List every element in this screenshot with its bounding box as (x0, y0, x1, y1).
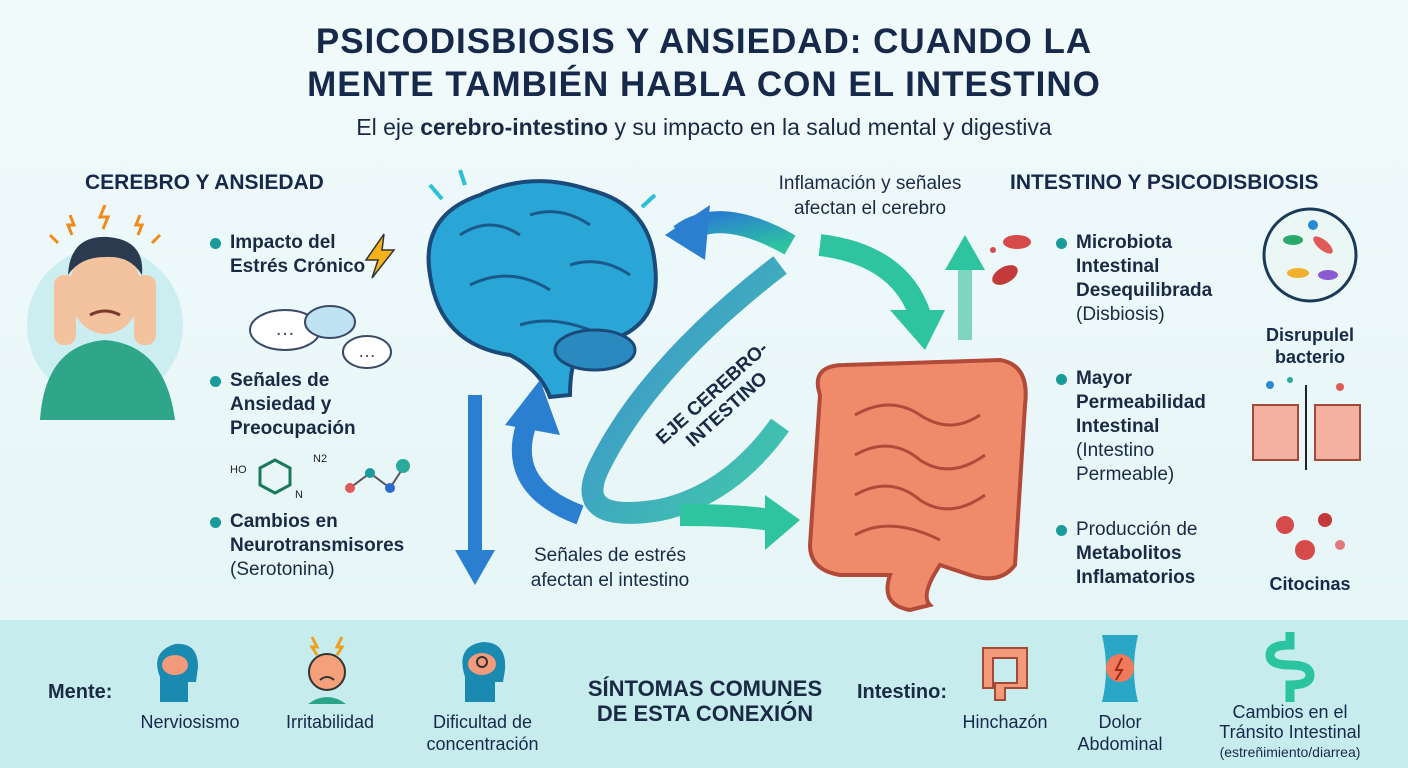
symptom-nerviosismo: Nerviosismo (140, 712, 240, 732)
left-heading: CEREBRO Y ANSIEDAD (85, 171, 324, 194)
left-item-neurotransmitters: Cambios en Neurotransmisores(Serotonina) (210, 510, 440, 582)
bullet-dot (1056, 238, 1067, 249)
gut-label: Intestino: (857, 681, 947, 703)
svg-text:…: … (275, 318, 295, 340)
gut-brain-axis-diagram (426, 169, 1028, 613)
bullet-dot (210, 376, 221, 387)
svg-text:…: … (358, 341, 376, 361)
bullet-dot (1056, 525, 1067, 536)
subtitle: El eje cerebro-intestino y su impacto en… (356, 114, 1052, 140)
transit-icon (1265, 632, 1315, 702)
bullet-dot (1056, 374, 1067, 385)
svg-text:N2: N2 (313, 453, 327, 465)
mind-label: Mente: (48, 681, 113, 703)
svg-text:HO: HO (230, 464, 247, 476)
gear-head-icon (462, 642, 506, 702)
right-item-dysbiosis: Microbiota Intestinal Desequilibrada(Dis… (1056, 231, 1256, 327)
symptom-irritabilidad: Irritabilidad (285, 712, 375, 732)
bullet-dot (210, 238, 221, 249)
cytokines-label: Citocinas (1269, 574, 1351, 594)
symptoms-band (0, 620, 1408, 768)
abdomen-pain-icon (1102, 635, 1138, 702)
speech-bubbles-icon: … … (249, 305, 392, 369)
right-item-permeability: Mayor Permeabilidad Intestinal(Intestino… (1056, 367, 1246, 487)
intestine-illustration (807, 357, 1028, 613)
permeability-icon (1252, 377, 1361, 470)
bacteria-icon (990, 235, 1031, 285)
brain-illustration (426, 169, 658, 400)
microbiota-circle-icon (1262, 207, 1358, 303)
angry-face-icon (308, 636, 346, 704)
lightning-icon (364, 233, 396, 279)
bullet-dot (210, 517, 221, 528)
serotonin-molecule-icon: HO N2 N (230, 453, 410, 501)
left-item-anxiety: Señales de Ansiedad y Preocupación (210, 369, 400, 441)
cytokines-icon (1276, 513, 1345, 560)
symptom-hinchazon: Hinchazón (962, 712, 1048, 732)
left-item-stress: Impacto del Estrés Crónico (210, 231, 380, 279)
page-title: PSICODISBIOSIS Y ANSIEDAD: CUANDO LA MEN… (307, 22, 1101, 104)
intestine-icon (982, 647, 1028, 701)
right-heading: INTESTINO Y PSICODISBIOSIS (1010, 171, 1319, 194)
brain-head-icon (157, 643, 198, 702)
svg-text:N: N (295, 489, 303, 501)
stressed-person-illustration (27, 204, 183, 420)
